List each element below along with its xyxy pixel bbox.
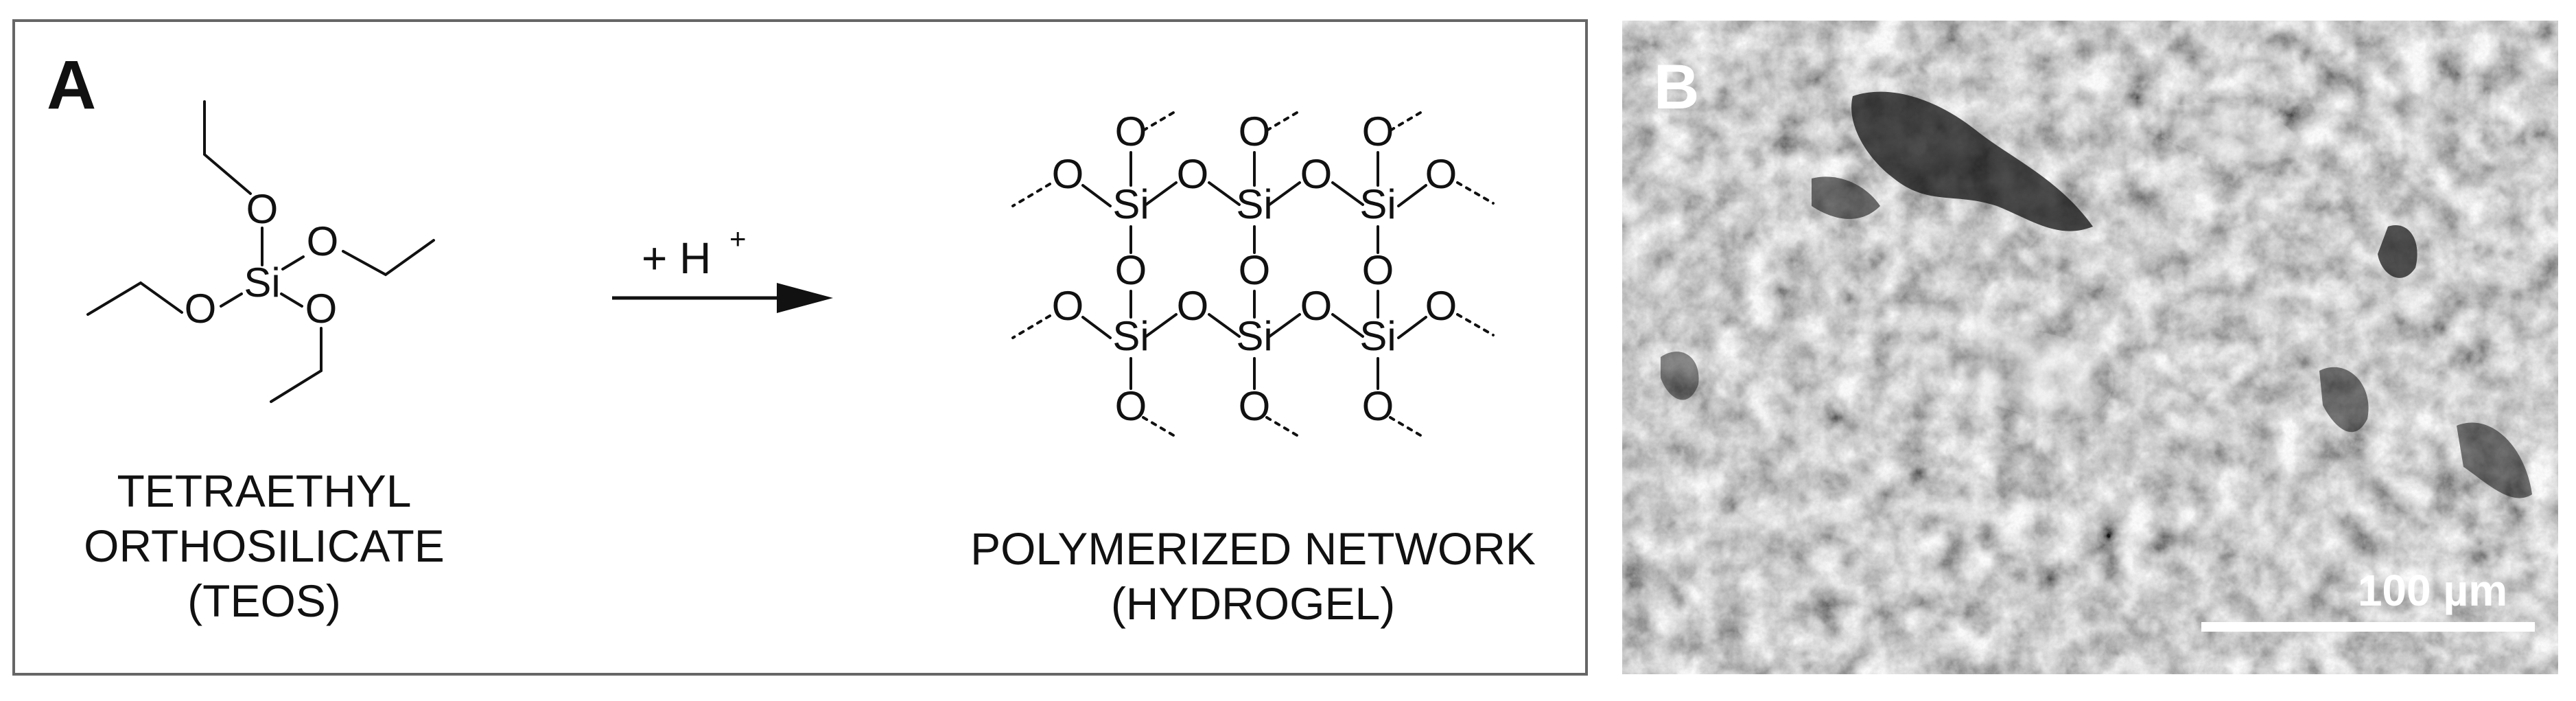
network-name-line2: (HYDROGEL) [1111, 578, 1395, 629]
teos-structure: Si O O O O [86, 100, 435, 403]
dangling-bond [1456, 181, 1495, 205]
bond [1331, 181, 1364, 206]
dangling-bond [1456, 313, 1495, 336]
network-o-bridge: O [1177, 283, 1209, 329]
bond [280, 292, 303, 308]
teos-name-line1: TETRAETHYL [117, 466, 411, 516]
bond [1208, 181, 1241, 206]
sem-ridge [2162, 102, 2306, 161]
bond [220, 292, 243, 308]
bond [1331, 313, 1364, 338]
sem-pore [1812, 176, 1880, 219]
network-o-terminal: O [1052, 151, 1084, 197]
ethyl-bottom [270, 327, 323, 403]
teos-si: Si [244, 260, 280, 306]
sem-grain [1622, 21, 2558, 674]
network-si: Si [1236, 313, 1272, 359]
sem-ridge [1942, 331, 2114, 420]
network-o-bridge: O [1300, 151, 1333, 197]
dangling-bond [1011, 314, 1051, 339]
network-o-bridge: O [1177, 151, 1209, 197]
ethyl-right [342, 239, 435, 277]
panel-a-letter: A [47, 47, 96, 124]
network-o-terminal: O [1425, 151, 1457, 197]
teos-name-line2: ORTHOSILICATE [84, 520, 445, 571]
reaction-arrow: + H + [612, 222, 833, 313]
network-si: Si [1359, 313, 1396, 359]
reagent-label: + H [642, 233, 711, 283]
sem-pore [2378, 225, 2417, 278]
dangling-bond [1011, 183, 1051, 207]
network-o-bridge: O [1115, 247, 1147, 293]
network-o-terminal: O [1425, 283, 1457, 329]
network-o-terminal: O [1115, 383, 1147, 429]
network-o-terminal: O [1239, 383, 1271, 429]
scale-bar [2201, 622, 2535, 632]
panel-a: A Si O O O O TETRAETHYL ORTHOSILICATE (T… [12, 19, 1588, 676]
bond [1145, 313, 1178, 338]
ethyl-top [203, 100, 252, 195]
network-o-terminal: O [1052, 283, 1084, 329]
network-name-line1: POLYMERIZED NETWORK [970, 523, 1536, 574]
teos-o-bottom: O [305, 286, 338, 332]
network-si: Si [1112, 313, 1149, 359]
arrow-head-icon [777, 283, 833, 313]
bond [1397, 184, 1427, 207]
panel-b: B 100 µm [1622, 21, 2558, 674]
bond [1268, 313, 1301, 338]
panel-b-letter: B [1654, 52, 1699, 122]
network-o-terminal: O [1362, 383, 1394, 429]
bond [1081, 184, 1112, 207]
network-o-bridge: O [1362, 247, 1394, 293]
sem-pore [1851, 91, 2093, 231]
scale-bar-label: 100 µm [2358, 566, 2507, 615]
teos-o-left: O [185, 286, 217, 332]
bond [281, 255, 305, 271]
network-o-terminal: O [1239, 108, 1271, 154]
reagent-superscript: + [729, 222, 747, 255]
sem-pore [1661, 352, 1699, 400]
teos-o-right: O [307, 218, 339, 264]
bond [1081, 316, 1112, 339]
network-si: Si [1112, 181, 1149, 227]
ethyl-left [86, 281, 183, 316]
bond [1397, 316, 1427, 339]
teos-name-line3: (TEOS) [187, 575, 341, 626]
network-o-terminal: O [1362, 108, 1394, 154]
network-o-bridge: O [1239, 247, 1271, 293]
bond [1268, 181, 1301, 206]
network-o-terminal: O [1115, 108, 1147, 154]
network-si: Si [1236, 181, 1272, 227]
bond [1208, 313, 1241, 338]
sem-pore [2457, 422, 2532, 498]
bond [1145, 181, 1178, 206]
panel-a-frame [12, 19, 1588, 676]
sem-pore [2319, 367, 2369, 433]
network-o-bridge: O [1300, 283, 1333, 329]
network-si: Si [1359, 181, 1396, 227]
